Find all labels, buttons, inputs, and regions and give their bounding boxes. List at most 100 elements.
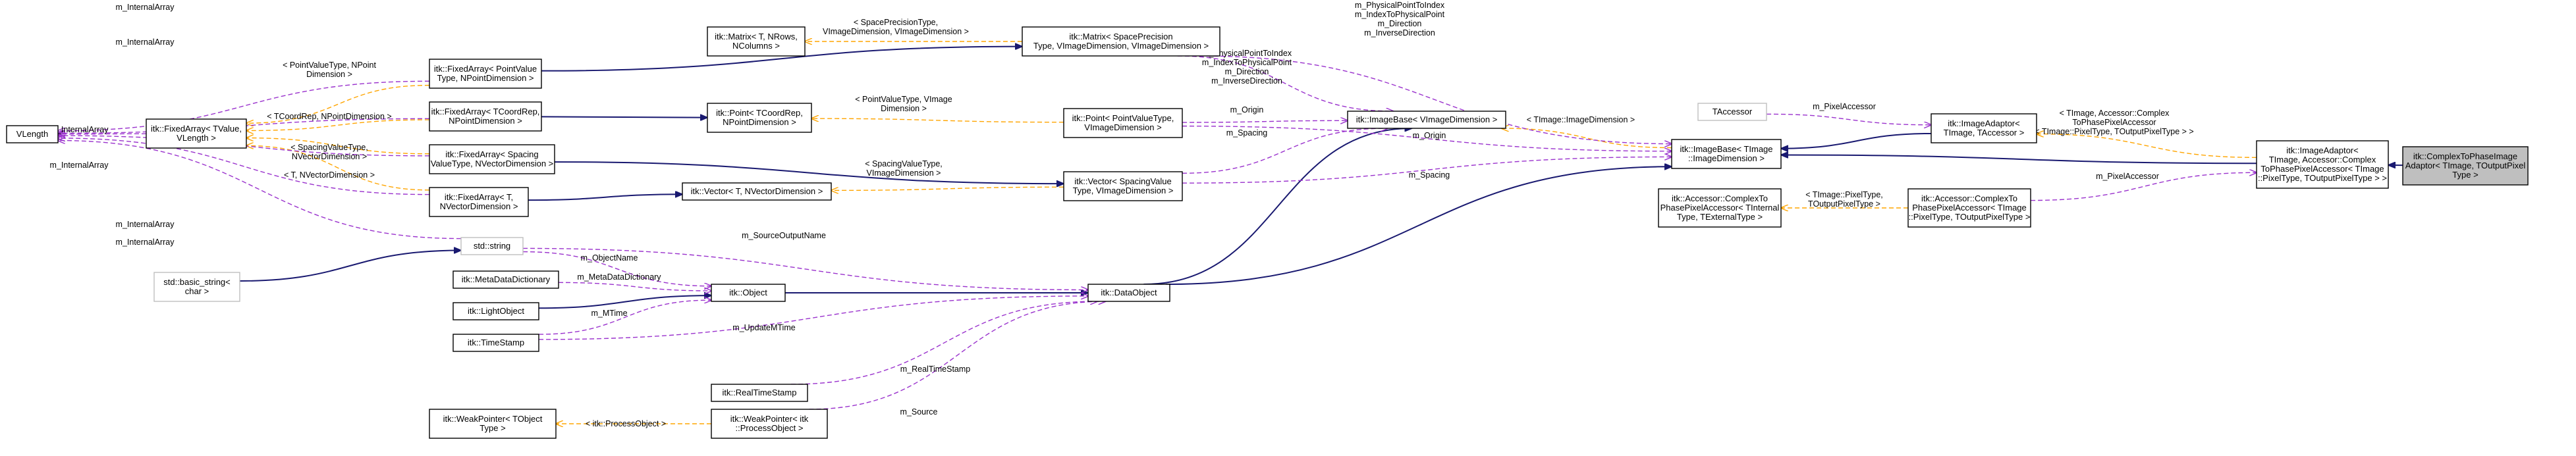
class-node-label-line: TImage, Accessor::Complex [2269, 155, 2376, 165]
edge-label-line: m_MTime [591, 309, 627, 318]
class-node-std-string[interactable]: std::string [460, 237, 524, 255]
member-edge-vector_spacing-to-imagebase_v [1182, 128, 1388, 174]
class-node-box [711, 409, 828, 439]
edge-label-line: < TCoordRep, NPointDimension > [267, 112, 391, 121]
class-node-label-line: Type > [2452, 170, 2478, 180]
edge-label-internal-array-2: m_InternalArray [116, 3, 175, 12]
member-edge-metadatadictionary-to-object [558, 282, 711, 291]
class-node-box [1697, 103, 1767, 121]
inherit-edge-basic_string-to-std_string [239, 251, 461, 282]
class-node-label-line: itk::ComplexToPhaseImage [2413, 151, 2517, 161]
class-node-label-line: itk::WeakPointer< itk [730, 414, 809, 424]
class-node-vlength[interactable]: VLength [6, 125, 59, 143]
class-node-box [429, 59, 542, 89]
class-node-label-line: itk::Matrix< T, NRows, [715, 32, 798, 41]
class-node-box [707, 103, 812, 133]
class-node-imageadaptor-t[interactable]: itk::ImageAdaptor<TImage, TAccessor > [1931, 113, 2037, 143]
class-node-label-line: Type > [480, 423, 505, 433]
class-node-label: itk::RealTimeStamp [723, 388, 797, 397]
class-node-label-line: ::PixelType, TOutputPixelType > > [2258, 173, 2387, 183]
class-node-label-line: itk::DataObject [1101, 288, 1157, 297]
member-edge-std_string-to-vlength [58, 140, 462, 240]
class-node-label-line: PhasePixelAccessor< TInternal [1660, 203, 1780, 213]
class-node-box [153, 272, 240, 302]
edge-label-line: VImageDimension > [867, 168, 941, 178]
class-node-label: itk::ImageBase< TImage::ImageDimension > [1680, 144, 1772, 163]
member-edge-fixedarray_spacing-to-vlength [58, 136, 430, 157]
inherit-edge-imageadaptor_complex-to-imagebase_t [1781, 155, 2257, 165]
class-node-box [1063, 108, 1183, 138]
class-node-point-coord[interactable]: itk::Point< TCoordRep,NPointDimension > [707, 103, 812, 133]
class-node-label-line: ValueType, NVectorDimension > [431, 159, 554, 168]
class-node-label-line: NPointDimension > [449, 116, 522, 126]
class-node-lightobject[interactable]: itk::LightObject [452, 302, 539, 320]
class-node-box [452, 270, 559, 289]
edge-label-line: Dimension > [881, 104, 927, 113]
class-node-box [711, 284, 786, 302]
class-node-metadatadictionary[interactable]: itk::MetaDataDictionary [452, 270, 559, 289]
class-node-label: std::basic_string<char > [163, 277, 231, 296]
edge-label-origin-2: m_Origin [1413, 131, 1446, 140]
class-node-basic-string[interactable]: std::basic_string<char > [153, 272, 240, 302]
class-node-matrix[interactable]: itk::Matrix< T, NRows,NColumns > [707, 26, 806, 57]
class-node-fixedarray-t[interactable]: itk::FixedArray< T,NVectorDimension > [429, 187, 529, 217]
class-node-label: std::string [474, 241, 510, 251]
class-node-label-line: TAccessor [1713, 107, 1753, 116]
class-node-vector-t[interactable]: itk::Vector< T, NVectorDimension > [682, 182, 832, 201]
edge-label-pixel-accessor-2: m_PixelAccessor [2096, 172, 2159, 181]
edge-label-line: < TImage::PixelType, [1805, 190, 1883, 199]
class-node-label-line: itk::FixedArray< Spacing [445, 149, 538, 159]
class-node-weakpointer-process[interactable]: itk::WeakPointer< itk::ProcessObject > [711, 409, 828, 439]
member-edge-fixedarray_point-to-vlength [58, 80, 430, 130]
class-node-object[interactable]: itk::Object [711, 284, 786, 302]
class-node-label-line: itk::TimeStamp [468, 338, 524, 347]
class-node-label: itk::Point< PointValueType,VImageDimensi… [1072, 113, 1174, 132]
edge-label-source: m_Source [900, 407, 938, 417]
class-node-label-line: itk::Point< PointValueType, [1072, 113, 1174, 123]
class-node-fixedarray-tvalue[interactable]: itk::FixedArray< TValue,VLength > [146, 118, 247, 149]
member-edge-fixedarray_coord-to-vlength [58, 118, 430, 133]
class-node-dataobject[interactable]: itk::DataObject [1087, 284, 1170, 302]
class-node-label: itk::FixedArray< TCoordRep,NPointDimensi… [431, 107, 540, 126]
edge-label-tpl-t-nvector: < T, NVectorDimension > [284, 170, 375, 180]
class-node-label-line: NColumns > [732, 41, 780, 51]
class-node-box [682, 182, 832, 201]
class-node-label: itk::Object [729, 288, 767, 297]
template-edge-imagebase_t-to-imagebase_v [1502, 128, 1672, 149]
class-node-imagebase-t[interactable]: itk::ImageBase< TImage::ImageDimension > [1671, 139, 1782, 169]
class-node-imagebase-v[interactable]: itk::ImageBase< VImageDimension > [1347, 111, 1506, 129]
class-node-point-value[interactable]: itk::Point< PointValueType,VImageDimensi… [1063, 108, 1183, 138]
class-node-label: itk::Vector< T, NVectorDimension > [691, 186, 823, 196]
member-edge-std_string-to-object [522, 251, 711, 286]
class-node-label-line: itk::Accessor::ComplexTo [1672, 193, 1768, 203]
class-node-box [146, 118, 247, 149]
class-node-realtimestamp[interactable]: itk::RealTimeStamp [711, 384, 808, 402]
class-node-label-line: itk::Object [729, 288, 767, 297]
edge-label-line: < SpacingValueType, [865, 159, 943, 168]
class-node-box [429, 187, 529, 217]
class-node-label-line: itk::LightObject [468, 306, 524, 316]
template-edge-fixedarray_spacing-to-fixedarray_tvalue [246, 138, 430, 155]
class-node-fixedarray-coord[interactable]: itk::FixedArray< TCoordRep,NPointDimensi… [429, 101, 542, 132]
edge-label-meta-data-dictionary: m_MetaDataDictionary [577, 272, 661, 282]
edge-label-line: m_PhysicalPointToIndex [1202, 49, 1292, 58]
edge-label-line: m_Spacing [1409, 170, 1450, 180]
class-node-label: itk::ImageBase< VImageDimension > [1356, 114, 1498, 124]
edge-label-line: m_InternalArray [116, 3, 175, 12]
edge-label-line: m_InternalArray [50, 161, 109, 170]
class-node-taccessor[interactable]: TAccessor [1697, 103, 1767, 121]
edge-label-line: m_RealTimeStamp [900, 365, 971, 374]
class-node-imageadaptor-complex[interactable]: itk::ImageAdaptor<TImage, Accessor::Comp… [2256, 140, 2389, 189]
edge-label-tpl-timage-pixeltype: < TImage::PixelType,TOutputPixelType > [1805, 190, 1883, 209]
class-node-timestamp[interactable]: itk::TimeStamp [452, 334, 539, 352]
